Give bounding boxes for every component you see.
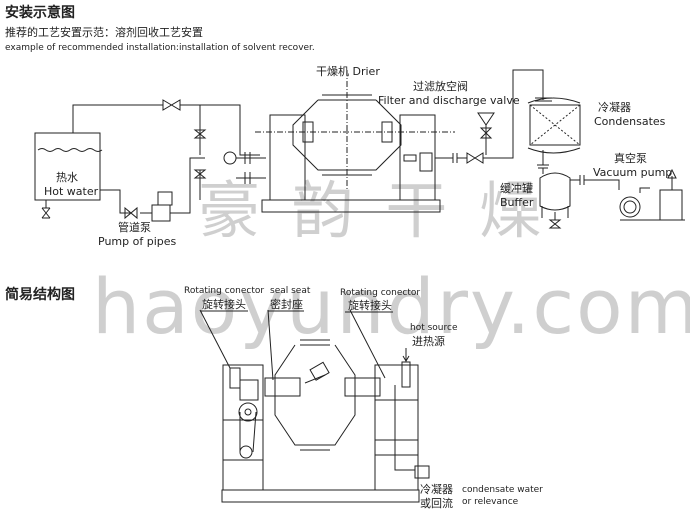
drier-label: 干燥机 Drier xyxy=(316,65,380,78)
hot-water-label-en: Hot water xyxy=(44,185,99,198)
install-title: 安装示意图 xyxy=(5,5,75,21)
rot-left-label-en: Rotating conector xyxy=(184,286,265,296)
structure-title: 简易结构图 xyxy=(5,287,75,303)
condensate-label-en2: or relevance xyxy=(462,497,519,507)
install-subtitle-cn: 推荐的工艺安置示范：溶剂回收工艺安置 xyxy=(5,26,203,39)
watermark-cn: 豪 韵 干 燥 xyxy=(198,174,548,247)
structure-leader-lines xyxy=(199,309,393,381)
condensate-label-cn1: 冷凝器 xyxy=(420,483,453,496)
seal-label-cn: 密封座 xyxy=(270,298,303,311)
pump-label-en: Pump of pipes xyxy=(98,235,177,248)
install-subtitle-en: example of recommended installation:inst… xyxy=(5,43,315,53)
structure-frame xyxy=(221,364,420,503)
structure-drive xyxy=(229,348,430,479)
hot-source-label-cn: 进热源 xyxy=(412,335,445,348)
buffer-tank xyxy=(539,172,620,229)
rot-right-label-en: Rotating conector xyxy=(340,288,421,298)
condensate-label-en1: condensate water xyxy=(462,485,543,495)
hot-source-label-en: hot source xyxy=(410,323,458,333)
rot-left-label-cn: 旋转接头 xyxy=(202,298,246,311)
buffer-label-en: Buffer xyxy=(500,196,534,209)
vacuum-pump xyxy=(619,168,685,221)
watermark-en: haoyundry.com xyxy=(92,262,690,351)
condenser-label-en: Condensates xyxy=(594,115,666,128)
condensate-label-cn2: 或回流 xyxy=(420,497,453,510)
condenser xyxy=(527,97,581,174)
condenser-label-cn: 冷凝器 xyxy=(598,101,631,114)
pipes-hot-water xyxy=(72,99,266,220)
filter-label-cn: 过滤放空阀 xyxy=(413,80,468,93)
hot-water-tank xyxy=(34,132,103,219)
pump-label-cn: 管道泵 xyxy=(118,221,151,234)
vacuum-label-en: Vacuum pump xyxy=(593,166,673,179)
seal-label-en: seal seat xyxy=(270,286,311,296)
structure-vessel xyxy=(264,339,381,451)
rot-right-label-cn: 旋转接头 xyxy=(348,299,392,312)
filter-label-en: Filter and discharge valve xyxy=(378,94,520,107)
vacuum-label-cn: 真空泵 xyxy=(614,152,647,165)
buffer-label-cn: 缓冲罐 xyxy=(500,182,533,195)
pipe-pump-icon xyxy=(151,191,173,222)
filter-valve-line xyxy=(435,69,544,164)
hot-water-label-cn: 热水 xyxy=(56,171,78,184)
